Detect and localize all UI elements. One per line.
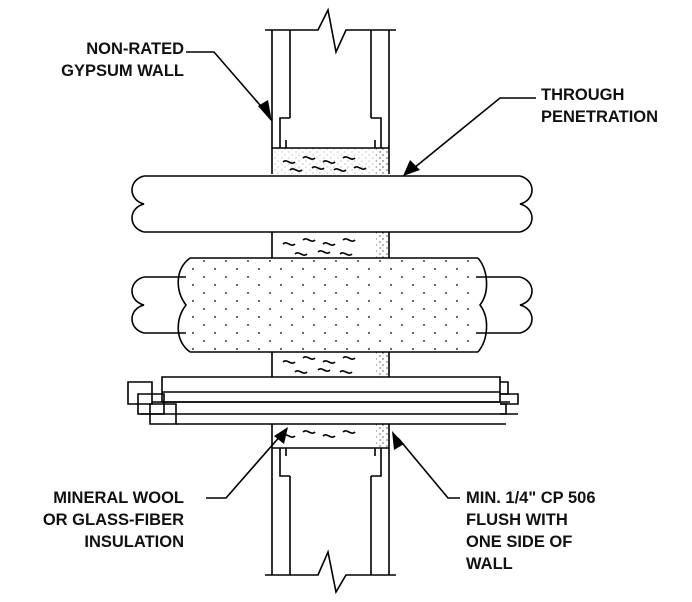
insulation-fill-bottom: [271, 424, 390, 449]
arrowhead-penetration: [403, 160, 420, 176]
label-sealant-line-3: ONE SIDE OF: [466, 533, 573, 551]
label-sealant-line-1: MIN. 1/4" CP 506: [466, 489, 596, 507]
label-insulation-line-3: INSULATION: [84, 533, 184, 551]
arrowhead-insulation: [274, 427, 288, 444]
gypsum-wall-lower: [271, 352, 390, 377]
label-mineral-wool-insulation: MINERAL WOOL OR GLASS-FIBER INSULATION: [0, 487, 184, 553]
label-sealant-line-4: WALL: [466, 555, 513, 573]
arrowhead-sealant: [392, 431, 404, 450]
gypsum-wall-bottom: [265, 448, 396, 595]
through-penetration-pipe: [131, 175, 533, 233]
label-min-cp-506-sealant: MIN. 1/4" CP 506 FLUSH WITH ONE SIDE OF …: [466, 487, 596, 575]
gypsum-wall-mid: [271, 232, 390, 258]
label-insulation-line-1: MINERAL WOOL: [53, 489, 184, 507]
leader-penetration: [413, 97, 536, 169]
insulated-pipe: [131, 257, 533, 353]
stacked-plates-penetration: [127, 376, 519, 425]
label-sealant-line-2: FLUSH WITH: [466, 511, 568, 529]
arrowhead-wall: [258, 100, 272, 122]
leader-wall: [186, 51, 267, 113]
label-penetration-line-2: PENETRATION: [541, 108, 659, 126]
label-penetration-line-1: THROUGH: [541, 86, 625, 104]
label-wall-line-2: GYPSUM WALL: [61, 62, 184, 80]
label-non-rated-gypsum-wall: NON-RATED GYPSUM WALL: [0, 38, 184, 82]
leader-insulation: [206, 433, 283, 499]
label-through-penetration: THROUGH PENETRATION: [541, 84, 658, 128]
label-wall-line-1: NON-RATED: [86, 40, 184, 58]
insulation-fill-top: [272, 148, 389, 174]
leader-sealant: [397, 437, 460, 499]
label-insulation-line-2: OR GLASS-FIBER: [42, 511, 184, 529]
